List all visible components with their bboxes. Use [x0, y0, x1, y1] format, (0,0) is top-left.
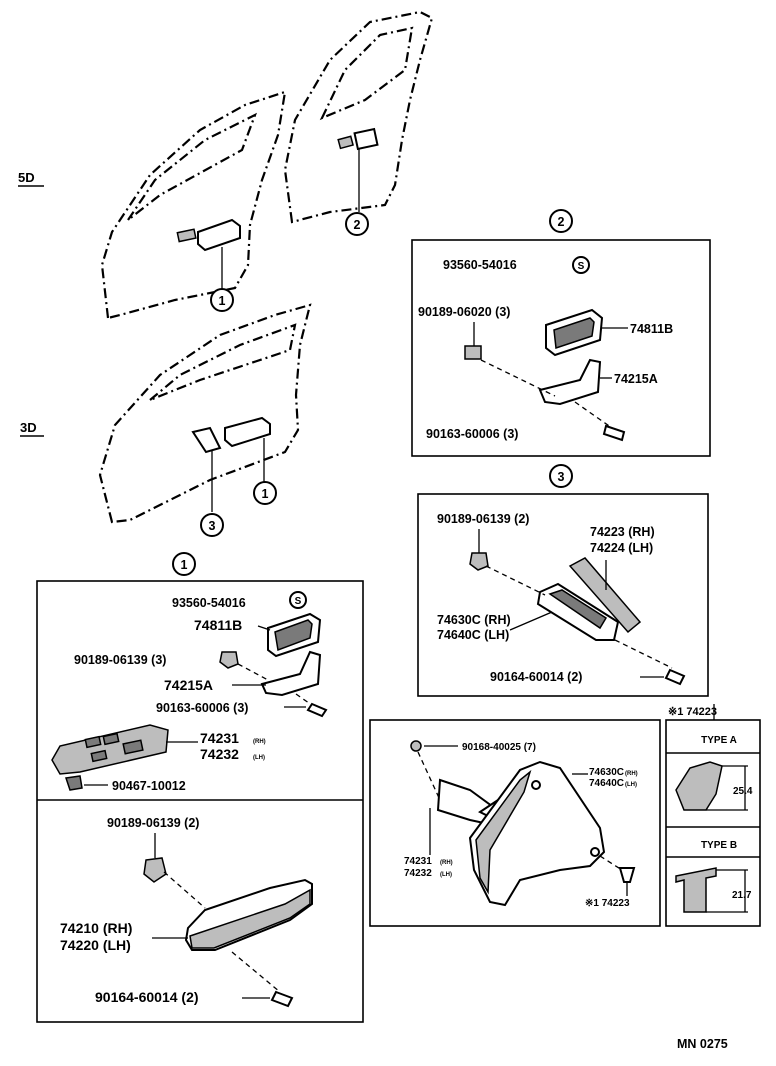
svg-text:2: 2 — [354, 218, 361, 232]
front-door-outline-5d — [100, 90, 287, 320]
note-74223-header: ※1 74223 — [668, 706, 717, 718]
part-90164-60014-box1: 90164-60014 (2) — [95, 989, 199, 1005]
svg-text:3: 3 — [558, 470, 565, 484]
part-74630c-box4: 74630C — [589, 767, 624, 778]
clip-icon-74223-box4 — [618, 867, 636, 883]
part-74231-box4: 74231 — [404, 856, 432, 867]
part-74231-box1: 74231 — [200, 730, 239, 746]
trim-strip-icon — [568, 557, 642, 634]
clip-icon — [464, 345, 482, 360]
part-74630c-rh-box3: 74630C (RH) — [437, 613, 511, 627]
part-90189-06020-box2: 90189-06020 (3) — [418, 305, 510, 319]
part-90163-60006-box1: 90163-60006 (3) — [156, 701, 248, 715]
part-74223-rh-box3: 74223 (RH) — [590, 525, 655, 539]
detail-box-2 — [411, 239, 711, 457]
bracket-icon-box1 — [260, 650, 322, 697]
svg-text:(LH): (LH) — [253, 755, 265, 761]
part-90164-60014-box3: 90164-60014 (2) — [490, 670, 582, 684]
part-74210-rh-box1: 74210 (RH) — [60, 920, 132, 936]
type-b-part-icon — [675, 867, 717, 913]
callout-2-header: 2 — [549, 209, 573, 233]
part-74232-box1: 74232 — [200, 746, 239, 762]
clip-icon-lower-box1 — [143, 857, 167, 883]
part-74223-box4: ※1 74223 — [585, 898, 630, 909]
screw-icon-box2 — [602, 424, 626, 442]
type-a-part-icon — [675, 761, 723, 811]
svg-text:(RH): (RH) — [440, 860, 453, 866]
part-74811B-box2: 74811B — [630, 322, 673, 336]
svg-text:1: 1 — [181, 558, 188, 572]
callout-3-3d: 3 — [200, 513, 224, 537]
part-90189-06139-box1: 90189-06139 (3) — [74, 653, 166, 667]
clip-icon-box3 — [469, 552, 489, 571]
svg-text:1: 1 — [219, 294, 226, 308]
part-74215A-box2: 74215A — [614, 372, 658, 386]
clip-icon-box1 — [219, 651, 239, 669]
inner-door-handle-icon — [468, 760, 606, 907]
bracket-icon — [538, 358, 602, 406]
part-74811B-box1: 74811B — [194, 617, 242, 633]
detail-box-4 — [369, 719, 661, 927]
svg-text:(LH): (LH) — [440, 872, 452, 878]
screw-icon-box3 — [664, 668, 686, 686]
s-symbol-box1: S — [289, 591, 307, 609]
part-90189-06139-box3: 90189-06139 (2) — [437, 512, 529, 526]
part-93560-54016-box2: 93560-54016 — [443, 258, 517, 272]
svg-text:S: S — [295, 596, 302, 607]
part-90163-60006-box2: 90163-60006 (3) — [426, 427, 518, 441]
svg-text:2: 2 — [558, 215, 565, 229]
detail-box-1 — [36, 580, 364, 1023]
part-74640c-lh-box3: 74640C (LH) — [437, 628, 509, 642]
part-74220-lh-box1: 74220 (LH) — [60, 937, 131, 953]
rear-door-outline-5d — [283, 10, 434, 224]
switch-panel-icon — [51, 724, 169, 775]
type-a-label: TYPE A — [701, 735, 737, 746]
part-74640c-box4: 74640C — [589, 778, 624, 789]
svg-text:(LH): (LH) — [625, 782, 637, 788]
section-label-3d: 3D — [20, 420, 37, 435]
part-90168-40025-box4: 90168-40025 (7) — [462, 742, 536, 753]
callout-3-header: 3 — [549, 464, 573, 488]
clip-icon-box4 — [410, 740, 422, 752]
svg-text:(RH): (RH) — [625, 771, 638, 777]
screw-icon-box1 — [306, 702, 328, 718]
callout-1-3d: 1 — [253, 481, 277, 505]
part-74215A-box1: 74215A — [164, 677, 213, 693]
clip-icon-90467 — [65, 775, 83, 791]
part-90189-06139-2-box1: 90189-06139 (2) — [107, 816, 199, 830]
type-b-dimension: 21.7 — [732, 890, 752, 901]
type-a-dimension: 25.4 — [733, 786, 753, 797]
section-label-5d: 5D — [18, 170, 35, 185]
svg-text:(RH): (RH) — [253, 739, 266, 745]
screw-icon-lower-box1 — [270, 990, 294, 1008]
svg-text:1: 1 — [262, 487, 269, 501]
part-93560-54016-box1: 93560-54016 — [172, 596, 246, 610]
diagram-code: MN 0275 — [677, 1037, 728, 1051]
svg-text:3: 3 — [209, 519, 216, 533]
callout-1-header: 1 — [172, 552, 196, 576]
detail-box-3 — [417, 493, 709, 697]
part-74224-lh-box3: 74224 (LH) — [590, 541, 653, 555]
type-b-label: TYPE B — [701, 840, 737, 851]
s-symbol-box2: S — [572, 256, 590, 274]
door-outline-3d — [98, 303, 312, 524]
type-box — [665, 719, 761, 927]
svg-text:S: S — [578, 261, 585, 272]
callout-1-5d: 1 — [210, 288, 234, 312]
callout-2-5d: 2 — [345, 212, 369, 236]
part-90467-10012-box1: 90467-10012 — [112, 779, 186, 793]
part-74232-box4: 74232 — [404, 868, 432, 879]
